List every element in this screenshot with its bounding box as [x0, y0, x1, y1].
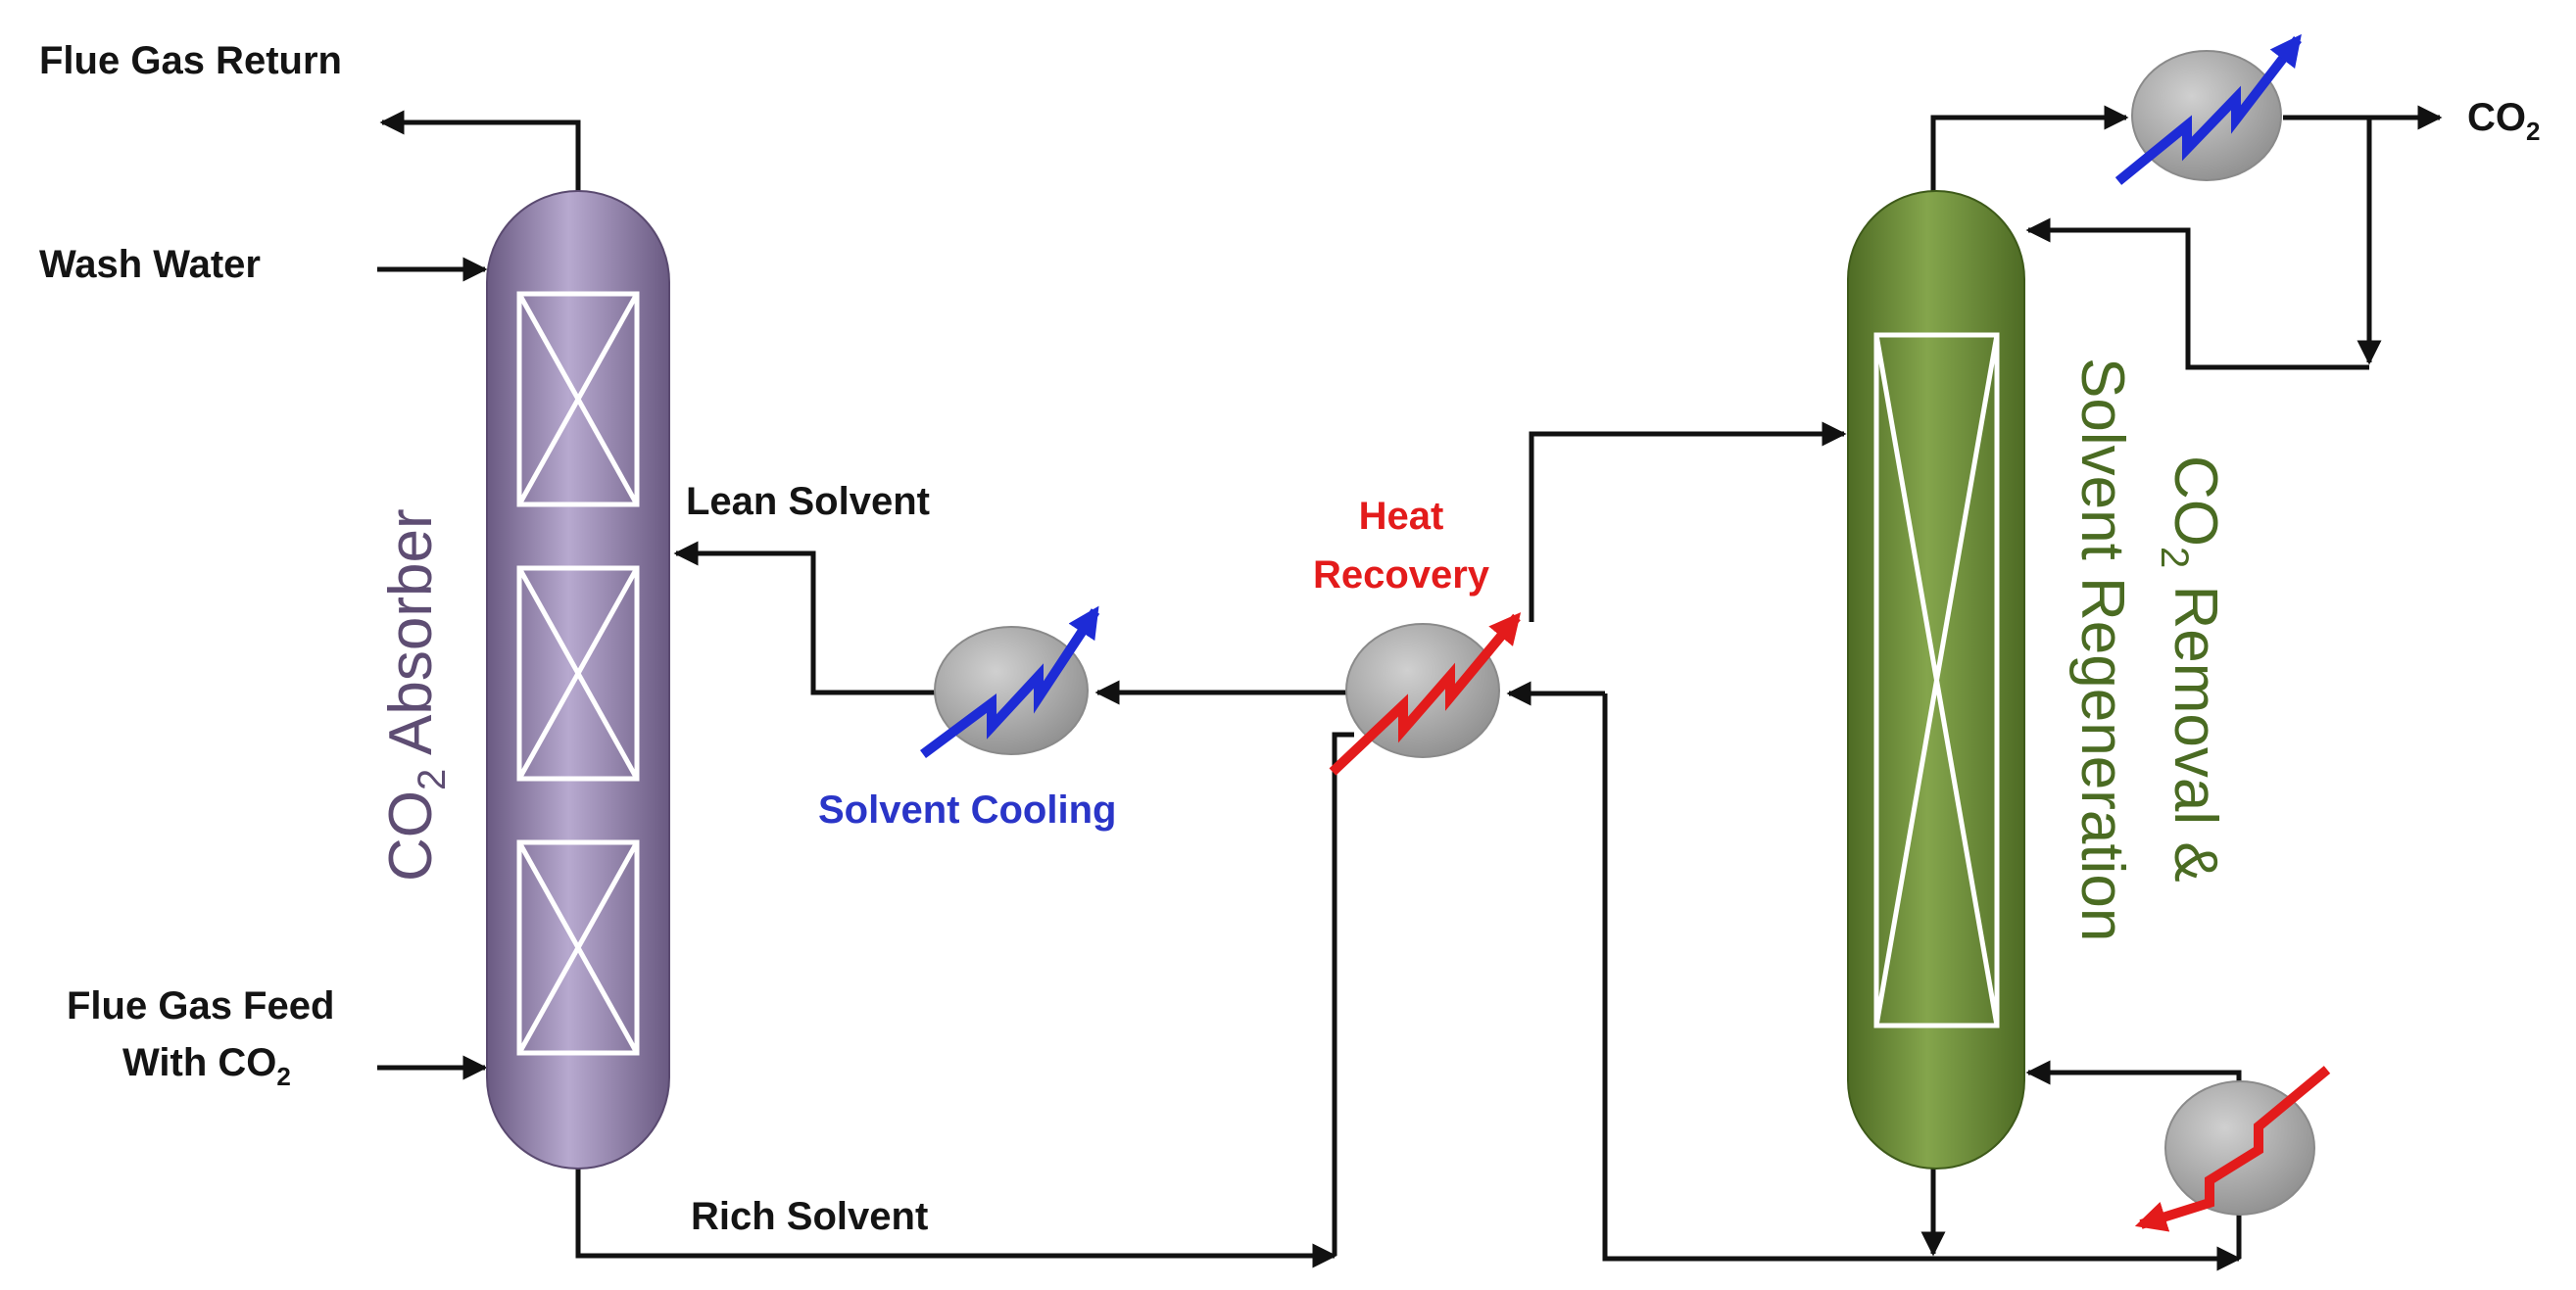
reboiler-coil-arrow — [2134, 1066, 2331, 1232]
solvent-cooler — [920, 605, 1100, 759]
flue-gas-return-line — [379, 110, 581, 191]
reflux-return-line — [2025, 217, 2369, 370]
lean-solvent-label: Lean Solvent — [686, 480, 930, 523]
flue-gas-return-label: Flue Gas Return — [39, 39, 342, 82]
heat-recovery-exchanger — [1329, 612, 1522, 776]
co2-absorber-column — [486, 190, 670, 1170]
rich-solvent-to-regenerator — [1529, 421, 1847, 622]
regenerator-title-line1: CO2 Removal & — [2153, 455, 2229, 883]
lean-solvent-to-absorber-line — [673, 541, 939, 695]
condenser-coil-arrow — [2114, 33, 2302, 185]
regenerator-packing-bed — [1873, 332, 2000, 1028]
cooler-coil-arrow — [920, 605, 1100, 759]
flue-gas-feed-label: Flue Gas Feed — [67, 984, 334, 1027]
solvent-cooling-label: Solvent Cooling — [818, 788, 1116, 832]
rich-solvent-line — [575, 1166, 1337, 1268]
co2-regenerator-column — [1847, 190, 2025, 1170]
reboiler — [2134, 1066, 2331, 1232]
absorber-packing-bed-3 — [516, 839, 640, 1056]
regenerator-overhead-line — [1930, 105, 2129, 191]
regenerator-title-line2: Solvent Regeneration — [2068, 358, 2136, 941]
absorber-packing-bed-1 — [516, 291, 640, 507]
heat-recovery-label-line2: Recovery — [1313, 553, 1490, 597]
overhead-condenser — [2114, 33, 2302, 185]
absorber-title: CO2 Absorber — [377, 508, 454, 882]
flue-gas-feed-co2-label: With CO2 — [122, 1041, 291, 1091]
rich-solvent-label: Rich Solvent — [691, 1195, 928, 1238]
absorber-packing-bed-2 — [516, 565, 640, 782]
rich-solvent-riser — [1332, 732, 1354, 1256]
bottoms-to-reboiler-line — [1602, 693, 2242, 1271]
co2-product-label: CO2 — [2467, 96, 2540, 146]
wash-water-label: Wash Water — [39, 243, 261, 286]
heat-recovery-coil-arrow — [1329, 612, 1522, 776]
heat-recovery-label-line1: Heat — [1359, 495, 1444, 538]
